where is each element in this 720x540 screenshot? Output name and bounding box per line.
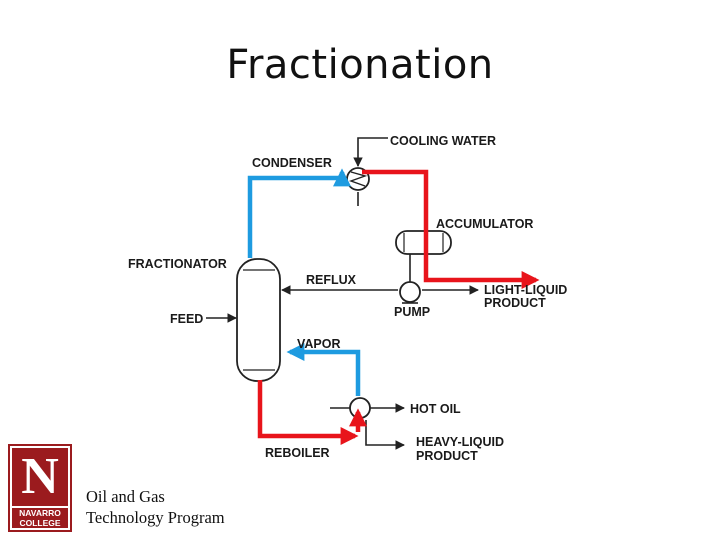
label-vapor: VAPOR: [297, 337, 341, 351]
overhead-vapor-flow: [247, 168, 351, 258]
fractionator-column: [236, 258, 281, 382]
label-accumulator: ACCUMULATOR: [436, 217, 533, 231]
label-fractionator: FRACTIONATOR: [128, 257, 227, 271]
label-cooling-water: COOLING WATER: [390, 134, 496, 148]
label-heavy-liquid-line2: PRODUCT: [416, 449, 478, 463]
program-line-1: Oil and Gas: [86, 487, 165, 506]
logo-line-1: NAVARRO: [19, 508, 61, 518]
logo-letter: N: [12, 448, 68, 506]
navarro-college-logo: N NAVARRO COLLEGE: [8, 444, 72, 532]
vapor-flow-paths: [247, 168, 361, 396]
label-light-liquid-line2: PRODUCT: [484, 296, 546, 310]
condensate-flow: [362, 169, 540, 289]
logo-wordmark: NAVARRO COLLEGE: [12, 508, 68, 528]
accumulator-drum: [395, 230, 452, 255]
program-line-2: Technology Program: [86, 508, 225, 527]
bottoms-flow: [257, 380, 359, 445]
label-condenser: CONDENSER: [252, 156, 332, 170]
label-reflux: REFLUX: [306, 273, 357, 287]
label-light-liquid-line1: LIGHT-LIQUID: [484, 283, 567, 297]
slide-title: Fractionation: [226, 42, 494, 88]
reboiler-vapor-flow: [286, 343, 361, 396]
process-lines: [206, 137, 479, 450]
hot-flow-paths: [257, 169, 540, 445]
program-name: Oil and Gas Technology Program: [86, 486, 225, 528]
label-feed: FEED: [170, 312, 203, 326]
logo-line-2: COLLEGE: [19, 518, 61, 528]
label-reboiler: REBOILER: [265, 446, 330, 460]
label-hot-oil: HOT OIL: [410, 402, 461, 416]
pump-symbol: [399, 281, 421, 304]
label-pump: PUMP: [394, 305, 430, 319]
label-heavy-liquid-line1: HEAVY-LIQUID: [416, 435, 504, 449]
